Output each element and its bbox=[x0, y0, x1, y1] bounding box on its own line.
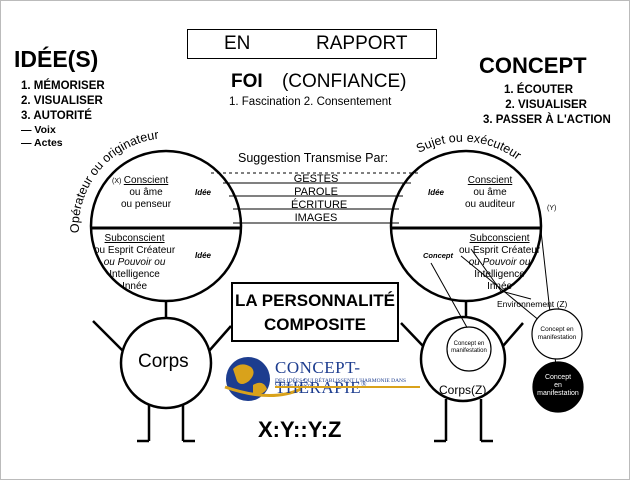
left-idee-bottom: Idée bbox=[195, 251, 212, 260]
left-subconscient-line4: Intelligence bbox=[109, 269, 160, 280]
channel-list: GESTES PAROLE ÉCRITURE IMAGES bbox=[291, 173, 348, 225]
rapport-label: RAPPORT bbox=[316, 33, 408, 54]
channel-ecriture: ÉCRITURE bbox=[291, 199, 348, 211]
foi-subtitle: 1. Fascination 2. Consentement bbox=[229, 96, 392, 108]
left-subconscient-line2: ou Esprit Créateur bbox=[94, 245, 176, 256]
left-subconscient-line3: ou Pouvoir ou bbox=[103, 257, 166, 268]
concept-therapie-logo: CONCEPT-THÉRAPIE® DES IDÉES QUI RÉTABLIS… bbox=[223, 356, 423, 406]
bubble3-line3: manifestation bbox=[537, 390, 579, 397]
en-label: EN bbox=[224, 33, 251, 54]
right-arc-textpath: Sujet ou exécuteur bbox=[414, 131, 524, 163]
env-connector-2 bbox=[460, 255, 547, 327]
foi-label: FOI bbox=[231, 71, 263, 92]
en-rapport-box: EN RAPPORT bbox=[187, 29, 437, 59]
personality-line2: COMPOSITE bbox=[263, 315, 366, 334]
right-subconscient-block: Subconscient ou Esprit Créateur ou Pouvo… bbox=[459, 233, 540, 293]
left-subconscient-line5: Innée bbox=[122, 281, 148, 292]
right-item-visualiser: 2. VISUALISER bbox=[505, 99, 587, 111]
left-item-voix: — Voix bbox=[21, 124, 56, 136]
bubble2-line2: manifestation bbox=[537, 334, 577, 341]
personality-line1: LA PERSONNALITÉ bbox=[235, 291, 395, 310]
channel-gestes: GESTES bbox=[293, 173, 339, 185]
left-arm-left bbox=[92, 320, 124, 352]
right-marker: (Y) bbox=[547, 205, 557, 212]
suggestion-title: Suggestion Transmise Par: bbox=[238, 151, 389, 165]
left-conscient-line2: ou âme bbox=[129, 187, 163, 198]
right-conscient-label: Conscient bbox=[467, 175, 513, 186]
env-connector-4 bbox=[500, 290, 532, 300]
right-item-passer: 3. PASSER À L'ACTION bbox=[483, 114, 611, 126]
left-item-memoriser: 1. MÉMORISER bbox=[21, 80, 105, 92]
foi-line: FOI (CONFIANCE) bbox=[231, 71, 407, 93]
right-list: 1. ÉCOUTER 2. VISUALISER 3. PASSER À L'A… bbox=[483, 83, 611, 128]
right-conscient-line2: ou âme bbox=[473, 187, 507, 198]
left-item-actes: — Actes bbox=[21, 137, 63, 149]
bubble3-line2: en bbox=[554, 382, 562, 389]
logo-swoosh bbox=[224, 385, 302, 398]
left-arm-right bbox=[208, 325, 232, 352]
right-concept-label: Concept bbox=[423, 251, 453, 260]
left-marker: (X) bbox=[112, 178, 122, 185]
environment-label: Environnement (Z) bbox=[497, 299, 568, 309]
concept-bubble-2 bbox=[531, 308, 583, 360]
formula: X:Y::Y:Z bbox=[258, 417, 342, 442]
right-conscient-line3: ou auditeur bbox=[465, 199, 516, 210]
right-subconscient-line2: ou Esprit Créateur bbox=[459, 245, 541, 256]
left-conscient-line3: ou penseur bbox=[121, 199, 172, 210]
left-list: 1. MÉMORISER 2. VISUALISER 3. AUTORITÉ —… bbox=[21, 79, 105, 150]
right-arm-left bbox=[400, 322, 424, 347]
bubble2-text: Concept en manifestation bbox=[535, 326, 579, 342]
channel-parole: PAROLE bbox=[294, 186, 338, 198]
env-connector-1 bbox=[430, 262, 470, 332]
concept-bubble-3 bbox=[532, 361, 584, 413]
right-subconscient-label: Subconscient bbox=[469, 233, 530, 244]
logo-tagline: DES IDÉES QUI RÉTABLISSENT L'HARMONIE DA… bbox=[275, 378, 407, 390]
left-body-circle bbox=[119, 316, 213, 410]
bubble1-line2: manifestation bbox=[451, 348, 487, 354]
env-connector-3 bbox=[470, 248, 502, 292]
concept-title: CONCEPT bbox=[479, 53, 587, 78]
bubble3-line1: Concept bbox=[544, 374, 572, 381]
left-body-label: Corps bbox=[138, 351, 189, 372]
logo-registered-mark: ® bbox=[361, 380, 367, 389]
personality-box: LA PERSONNALITÉ COMPOSITE bbox=[231, 282, 399, 342]
right-body-label: Corps(Z) bbox=[439, 383, 487, 397]
logo-underline bbox=[275, 386, 420, 388]
bubble1-line1: Concept en bbox=[453, 341, 485, 347]
bubble3-text: Concept en manifestation bbox=[536, 374, 580, 398]
right-arc-text: Sujet ou exécuteur bbox=[414, 131, 524, 163]
logo-globe-land-2 bbox=[253, 382, 267, 395]
left-idee-top: Idée bbox=[195, 188, 212, 197]
left-item-autorite: 3. AUTORITÉ bbox=[21, 110, 92, 122]
right-item-ecouter: 1. ÉCOUTER bbox=[503, 84, 573, 96]
left-conscient-label: Conscient bbox=[123, 175, 169, 186]
left-item-visualiser: 2. VISUALISER bbox=[21, 95, 103, 107]
right-conscient-block: Conscient ou âme ou auditeur bbox=[465, 175, 515, 211]
left-subconscient-block: Subconscient ou Esprit Créateur ou Pouvo… bbox=[94, 233, 175, 293]
bubble2-line1: Concept en bbox=[540, 326, 574, 333]
right-subconscient-line3: ou Pouvoir ou bbox=[468, 257, 531, 268]
confiance-label: (CONFIANCE) bbox=[281, 71, 407, 92]
left-subconscient-label: Subconscient bbox=[104, 233, 165, 244]
channel-images: IMAGES bbox=[294, 212, 338, 224]
right-idee-top: Idée bbox=[428, 188, 445, 197]
idees-title: IDÉE(S) bbox=[14, 46, 99, 72]
right-subconscient-line4: Intelligence bbox=[474, 269, 525, 280]
logo-globe-land-1 bbox=[233, 364, 254, 384]
left-conscient-block: Conscient ou âme ou penseur bbox=[121, 175, 171, 211]
right-arm-right bbox=[502, 322, 524, 347]
concept-bubble-1 bbox=[446, 326, 492, 372]
right-subconscient-line5: Innée bbox=[487, 281, 513, 292]
bubble1-text: Concept en manifestation bbox=[449, 341, 489, 355]
